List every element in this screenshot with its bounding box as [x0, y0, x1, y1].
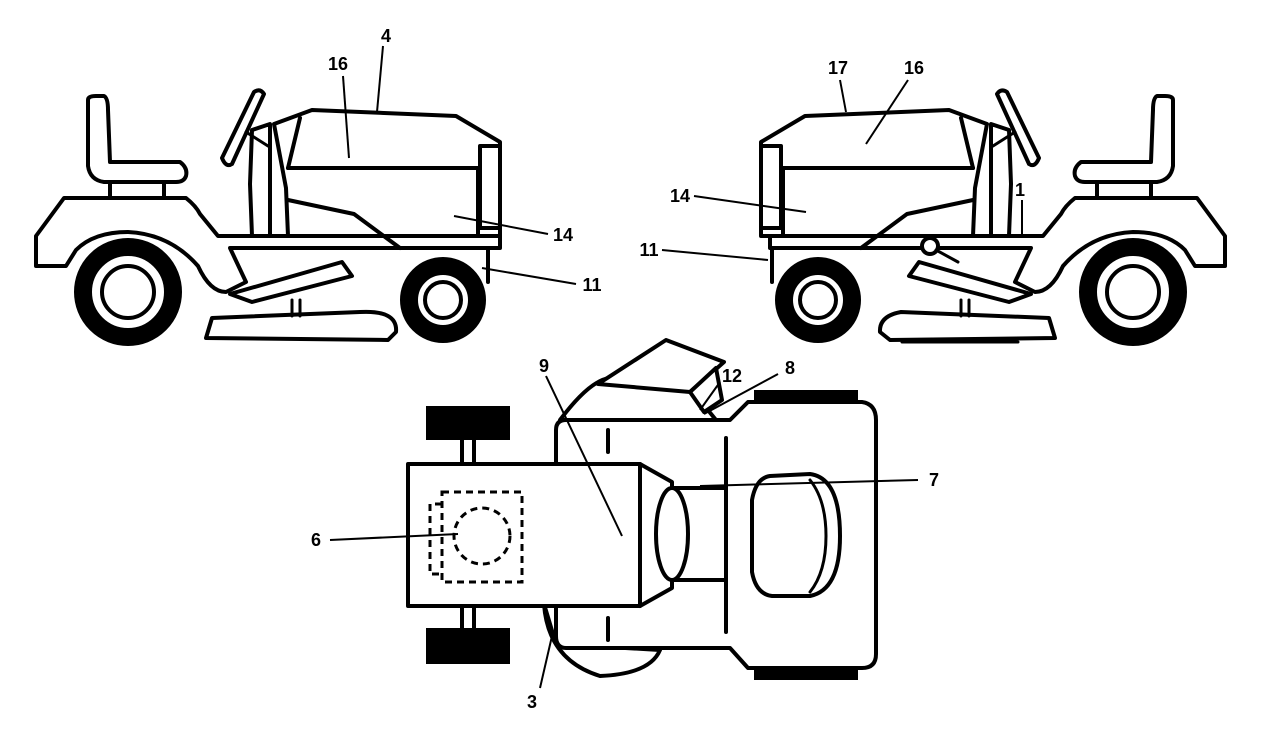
- rear-hub-left: [100, 264, 156, 320]
- rear-wheel-top-lower: [754, 668, 858, 680]
- callout-8: 8: [785, 358, 795, 378]
- steering-wheel-left: [220, 88, 266, 168]
- steering-column-right: [991, 130, 1017, 148]
- rear-fender-right: [768, 196, 1227, 294]
- front-wheel-right: [775, 257, 861, 343]
- mower-deck-right: [877, 310, 1057, 342]
- seat-left: [86, 94, 189, 184]
- rear-wheel-right: [1079, 238, 1187, 346]
- hood-top-line-left: [286, 116, 302, 170]
- chute-box-top: [596, 338, 726, 394]
- tractor-top-view: [406, 338, 878, 680]
- callout-12: 12: [722, 366, 742, 386]
- front-wheel-top-lower: [426, 628, 510, 664]
- rear-wheel-left: [74, 238, 182, 346]
- grille-right: [759, 144, 783, 230]
- belt-cover-right: [859, 198, 975, 250]
- lift-lever-knob-right: [920, 236, 940, 256]
- footrest-left: [228, 260, 354, 304]
- hood-right: [759, 108, 989, 238]
- steering-column-left: [244, 130, 270, 148]
- callout-1: 1: [1015, 180, 1025, 200]
- callout-17: 17: [828, 58, 848, 78]
- leader-lines: [329, 45, 1023, 689]
- seat-post-right: [1095, 180, 1153, 200]
- seat-right: [1072, 94, 1175, 184]
- callout-14-left: 14: [553, 225, 573, 245]
- deck-strut-left: [290, 298, 302, 318]
- callout-6: 6: [311, 530, 321, 550]
- engine-side-dashed: [428, 502, 442, 576]
- seat-top: [750, 472, 842, 598]
- callout-16-left: 16: [328, 54, 348, 74]
- mower-deck-left: [204, 309, 399, 342]
- callout-labels: 16 4 14 11 17 16 1 14 11 9 12 8 7 6 3: [311, 26, 1025, 712]
- front-hub-right: [798, 280, 838, 320]
- deck-top: [542, 602, 662, 678]
- callout-7: 7: [929, 470, 939, 490]
- hood-top-line-right: [959, 116, 975, 170]
- hood-left: [272, 108, 502, 238]
- air-filter-dashed: [452, 506, 512, 566]
- engine-outline-dashed: [440, 490, 524, 584]
- steering-wheel-right: [995, 88, 1041, 168]
- belt-cover-left: [286, 198, 402, 250]
- callout-11-left: 11: [582, 275, 601, 295]
- grille-left: [478, 144, 502, 230]
- tractor-left-side-view: [34, 88, 502, 346]
- callout-11-right: 11: [639, 240, 658, 260]
- front-hub-left: [423, 280, 463, 320]
- rear-fender-left: [34, 196, 502, 294]
- callout-9: 9: [539, 356, 549, 376]
- lift-lever-right: [934, 248, 960, 264]
- callout-14-right: 14: [670, 186, 690, 206]
- rear-hub-right: [1105, 264, 1161, 320]
- chute-tip-top: [688, 366, 724, 414]
- deck-strut-right: [959, 298, 971, 318]
- steering-hub-top: [654, 486, 690, 582]
- callout-3: 3: [527, 692, 537, 712]
- column-top: [670, 486, 728, 582]
- seat-post-left: [108, 180, 166, 200]
- footrest-right: [907, 260, 1033, 304]
- front-wheel-top-upper: [426, 406, 510, 440]
- seat-back-top: [808, 478, 828, 594]
- dash-left: [248, 122, 272, 238]
- tractor-right-side-view: [759, 88, 1227, 346]
- front-axle-top: [460, 438, 476, 630]
- rear-wheel-top-upper: [754, 390, 858, 402]
- dash-right: [989, 122, 1013, 238]
- callout-16-right: 16: [904, 58, 924, 78]
- front-wheel-left: [400, 257, 486, 343]
- callout-4: 4: [381, 26, 391, 46]
